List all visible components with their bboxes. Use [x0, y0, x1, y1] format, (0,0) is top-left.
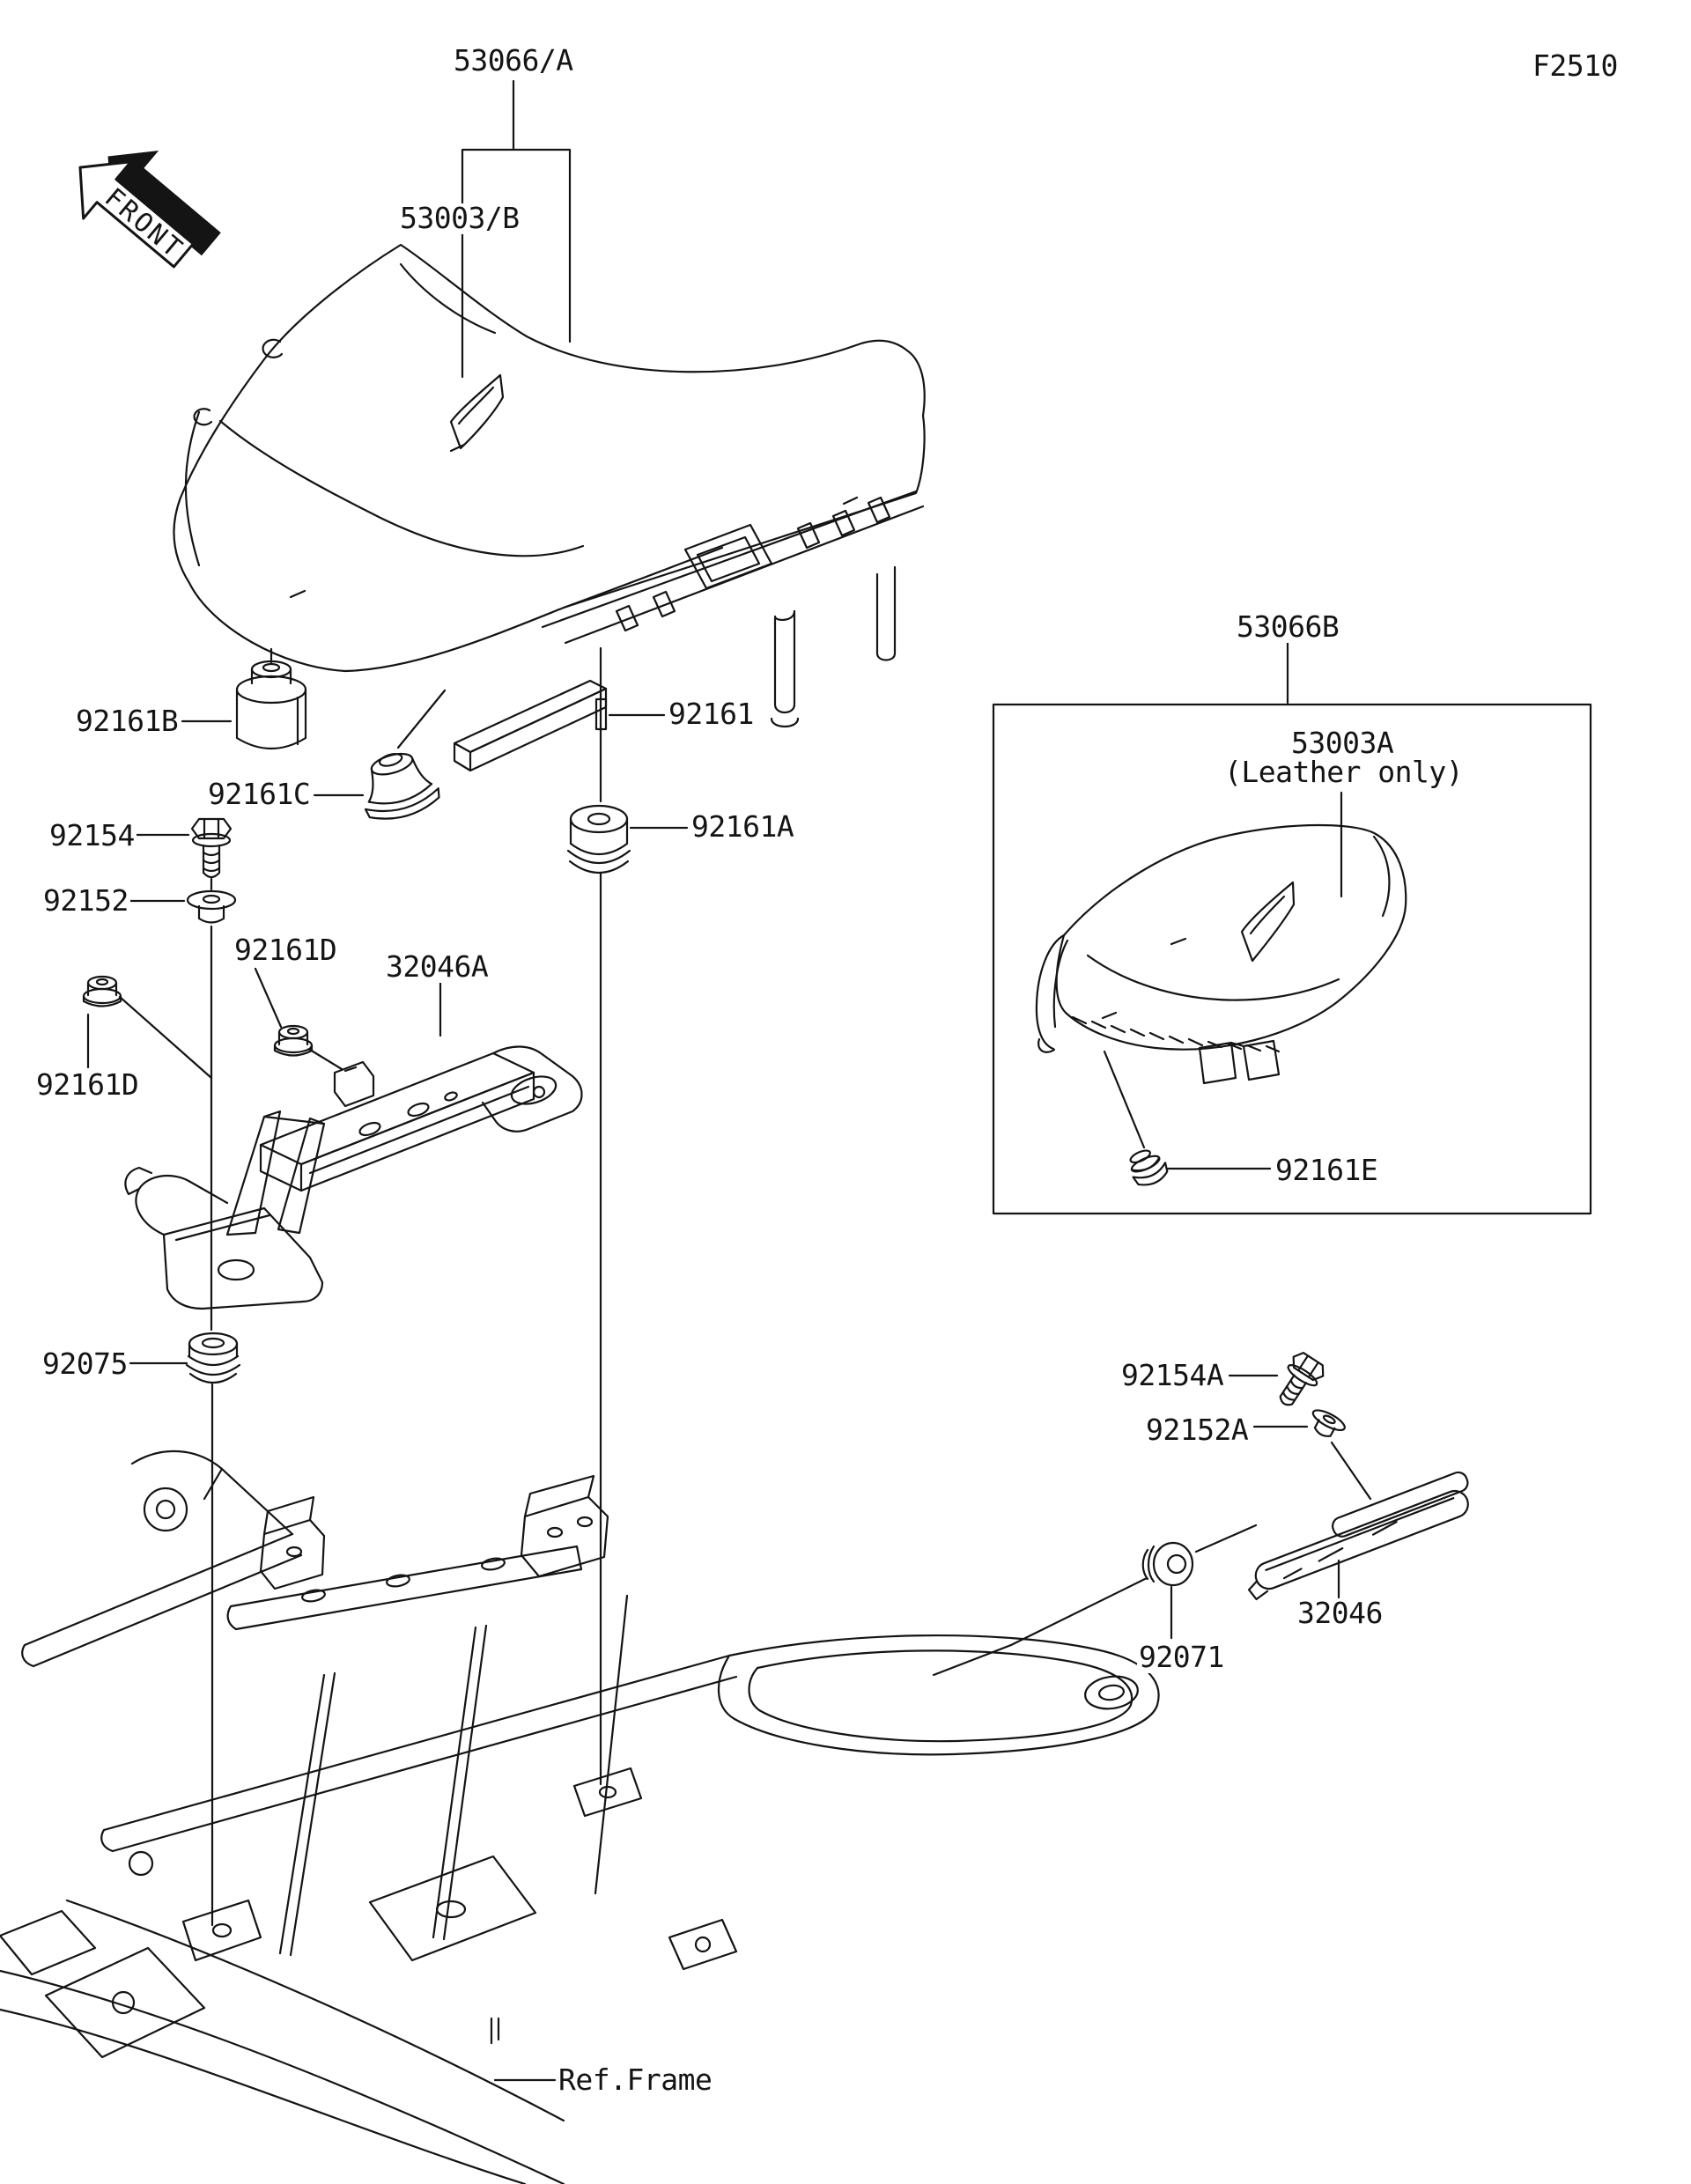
- seat-stitch-mark: [193, 408, 213, 426]
- rider-seat-drawing: [173, 243, 926, 728]
- frame-drawing: [0, 1450, 1160, 2184]
- collar-92152a-drawing: [1311, 1409, 1346, 1437]
- part-label-53066b: 53066B: [1235, 609, 1341, 644]
- part-label-53003a-note: (Leather only): [1222, 755, 1466, 789]
- grommet-92161a-drawing: [566, 804, 631, 874]
- leader-92161e: [1103, 1050, 1272, 1170]
- part-label-92161a: 92161A: [690, 809, 796, 844]
- damper-92161b-drawing: [235, 647, 307, 750]
- part-label-92071: 92071: [1137, 1640, 1226, 1674]
- part-label-92152a: 92152A: [1144, 1413, 1251, 1447]
- bolt-92154-drawing: [190, 817, 233, 879]
- damper-92161e-drawing: [1129, 1149, 1169, 1186]
- leader-line-92152-vertical: [210, 877, 214, 1927]
- grommet-92075-drawing: [185, 1332, 241, 1384]
- pad-92161-drawing: [453, 679, 608, 772]
- collar-92152-drawing: [186, 889, 237, 924]
- part-label-92161: 92161: [667, 697, 756, 731]
- part-label-92161d-top: 92161D: [233, 933, 339, 967]
- grommet-92161d-left-drawing: [82, 975, 122, 1007]
- leader-92161d-left: [86, 995, 213, 1080]
- part-label-92161e: 92161E: [1274, 1153, 1380, 1187]
- front-arrow-marker: FRONT: [78, 151, 221, 269]
- leader-92161d-top: [254, 967, 343, 1071]
- part-label-53003a: 53003A: [1289, 726, 1396, 760]
- part-label-32046a: 32046A: [384, 949, 491, 984]
- bolt-92154a-drawing: [1279, 1352, 1325, 1406]
- part-label-92154: 92154: [48, 818, 137, 852]
- assembly-axis-line: [1009, 1524, 1258, 1647]
- part-label-92154a: 92154A: [1119, 1358, 1226, 1392]
- part-label-53003-b: 53003/B: [398, 201, 521, 235]
- leader-92152a: [1252, 1425, 1372, 1501]
- part-label-92075: 92075: [41, 1347, 129, 1381]
- damper-92161c-drawing: [364, 752, 440, 820]
- part-label-92161b: 92161B: [74, 704, 181, 738]
- part-label-92161c: 92161C: [206, 777, 313, 811]
- leader-53066a: [461, 79, 572, 379]
- ref-frame-label: Ref.Frame: [557, 2062, 714, 2097]
- seat-stitch-mark: [262, 338, 284, 358]
- figure-code: F2510: [1531, 48, 1620, 83]
- grommet-92161d-top-drawing: [273, 1024, 314, 1057]
- pillion-seat-drawing: [1035, 823, 1407, 1085]
- part-label-32046: 32046: [1296, 1596, 1385, 1630]
- inset-box: [992, 703, 1592, 1215]
- leader-92161c: [313, 689, 447, 797]
- part-label-92152: 92152: [41, 883, 130, 918]
- grommet-92071-drawing: [1141, 1541, 1194, 1587]
- bracket-32046a-drawing: [124, 1045, 583, 1310]
- bracket-32046-drawing: [1247, 1471, 1469, 1601]
- part-label-92161d-left: 92161D: [34, 1067, 141, 1102]
- part-label-53066-a: 53066/A: [452, 43, 575, 77]
